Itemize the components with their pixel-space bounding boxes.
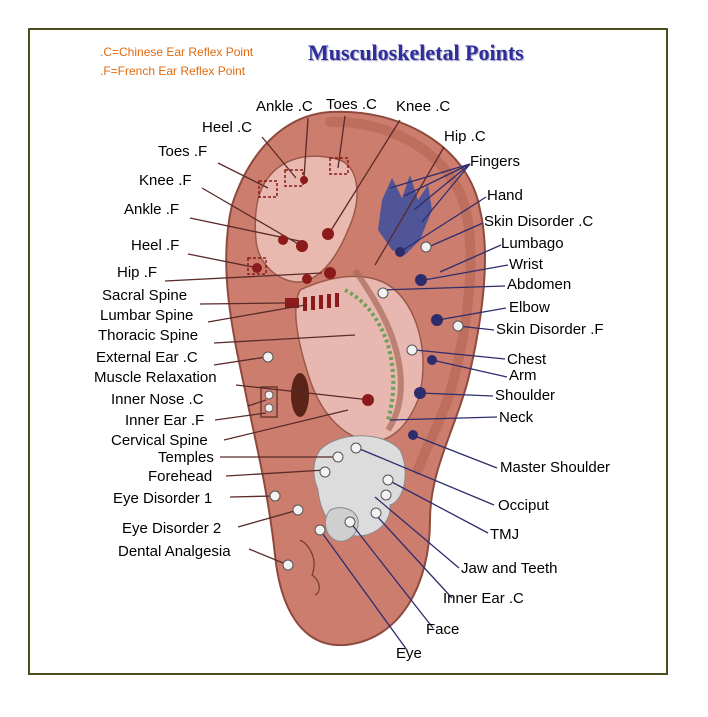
point-heel-f: [252, 263, 262, 273]
point-inner-nose-2: [264, 403, 274, 413]
label-arm: Arm: [509, 367, 537, 384]
label-master-shoulder: Master Shoulder: [500, 459, 611, 476]
point-occiput: [350, 442, 362, 454]
ear-canal: [291, 373, 309, 417]
label-abdomen: Abdomen: [507, 276, 572, 293]
point-ankle-f: [278, 235, 288, 245]
leader-lines-right: [319, 163, 509, 651]
label-hip-f: Hip .F: [117, 264, 158, 281]
point-elbow: [431, 314, 443, 326]
point-jaw-teeth: [380, 489, 392, 501]
label-external-ear-c: External Ear .C: [96, 349, 198, 366]
label-fingers: Fingers: [470, 153, 521, 170]
label-ankle-c: Ankle .C: [256, 98, 313, 115]
point-shoulder: [414, 387, 426, 399]
label-tmj: TMJ: [490, 526, 520, 543]
label-inner-ear-c: Inner Ear .C: [443, 590, 524, 607]
leader-lines: [164, 115, 445, 441]
point-inner-nose-1: [264, 390, 274, 400]
label-eye-disorder-1: Eye Disorder 1: [113, 490, 213, 507]
toes-f-box: [258, 180, 278, 198]
label-forehead: Forehead: [148, 468, 213, 485]
label-lumbar-spine: Lumbar Spine: [100, 307, 194, 324]
label-toes-f: Toes .F: [158, 143, 208, 160]
label-elbow: Elbow: [509, 299, 550, 316]
label-sacral-spine: Sacral Spine: [102, 287, 188, 304]
label-skin-disorder-c: Skin Disorder .C: [484, 213, 594, 230]
legend-chinese: .C=Chinese Ear Reflex Point: [100, 45, 254, 59]
label-wrist: Wrist: [509, 256, 543, 273]
point-hip-c: [324, 267, 336, 279]
antihelix: [352, 268, 404, 432]
label-knee-f: Knee .F: [139, 172, 192, 189]
label-jaw-and-teeth: Jaw and Teeth: [461, 560, 558, 577]
label-eye: Eye: [396, 645, 422, 662]
point-dental-analgesia: [282, 559, 294, 571]
label-hand: Hand: [487, 187, 523, 204]
toes-c-box: [329, 157, 349, 175]
label-lumbago: Lumbago: [501, 235, 564, 252]
point-eye: [314, 524, 326, 536]
point-ankle-c: [300, 176, 308, 184]
point-hand: [395, 247, 405, 257]
point-face: [344, 516, 356, 528]
lumbar-bars: [285, 293, 339, 311]
label-cervical-spine: Cervical Spine: [111, 432, 208, 449]
label-thoracic-spine: Thoracic Spine: [98, 327, 199, 344]
label-muscle-relaxation: Muscle Relaxation: [94, 369, 217, 386]
label-occiput: Occiput: [498, 497, 549, 514]
label-inner-ear-f: Inner Ear .F: [125, 412, 205, 429]
point-hip-f: [302, 274, 312, 284]
label-knee-c: Knee .C: [396, 98, 451, 115]
leader-lines-lobe: [220, 456, 338, 566]
diagram-title: Musculoskeletal Points: [308, 40, 524, 65]
point-knee-c: [322, 228, 334, 240]
label-chest: Chest: [507, 351, 547, 368]
label-inner-nose-c: Inner Nose .C: [111, 391, 204, 408]
label-shoulder: Shoulder: [495, 387, 556, 404]
point-inner-ear-c: [370, 507, 382, 519]
spine-stripe: [344, 288, 396, 421]
point-tmj: [382, 474, 394, 486]
point-knee-f: [296, 240, 308, 252]
label-eye-disorder-2: Eye Disorder 2: [122, 520, 222, 537]
point-muscle-relaxation: [362, 394, 374, 406]
label-neck: Neck: [499, 409, 534, 426]
point-forehead: [319, 466, 331, 478]
legend-french: .F=French Ear Reflex Point: [100, 64, 246, 78]
point-wrist: [415, 274, 427, 286]
label-dental-analgesia: Dental Analgesia: [118, 543, 231, 560]
label-heel-f: Heel .F: [131, 237, 180, 254]
triangular-fossa: [254, 155, 358, 283]
point-chest: [406, 344, 418, 356]
label-ankle-f: Ankle .F: [124, 201, 180, 218]
point-skin-disorder-f: [452, 320, 464, 332]
point-arm: [427, 355, 437, 365]
red-points: [252, 176, 374, 406]
point-temples: [332, 451, 344, 463]
white-points: [262, 241, 464, 571]
point-external-ear: [262, 351, 274, 363]
hand-illustration: [378, 175, 432, 255]
point-abdomen: [377, 287, 389, 299]
label-face: Face: [426, 621, 460, 638]
point-master-shoulder: [408, 430, 418, 440]
face-sketch: [299, 539, 320, 596]
label-hip-c: Hip .C: [444, 128, 486, 145]
point-skin-disorder-c: [420, 241, 432, 253]
blue-points: [395, 247, 443, 440]
point-eye-disorder-1: [269, 490, 281, 502]
label-temples: Temples: [158, 449, 214, 466]
point-eye-disorder-2: [292, 504, 304, 516]
label-toes-c: Toes .C: [326, 96, 377, 113]
label-heel-c: Heel .C: [202, 119, 253, 136]
label-skin-disorder-f: Skin Disorder .F: [496, 321, 604, 338]
